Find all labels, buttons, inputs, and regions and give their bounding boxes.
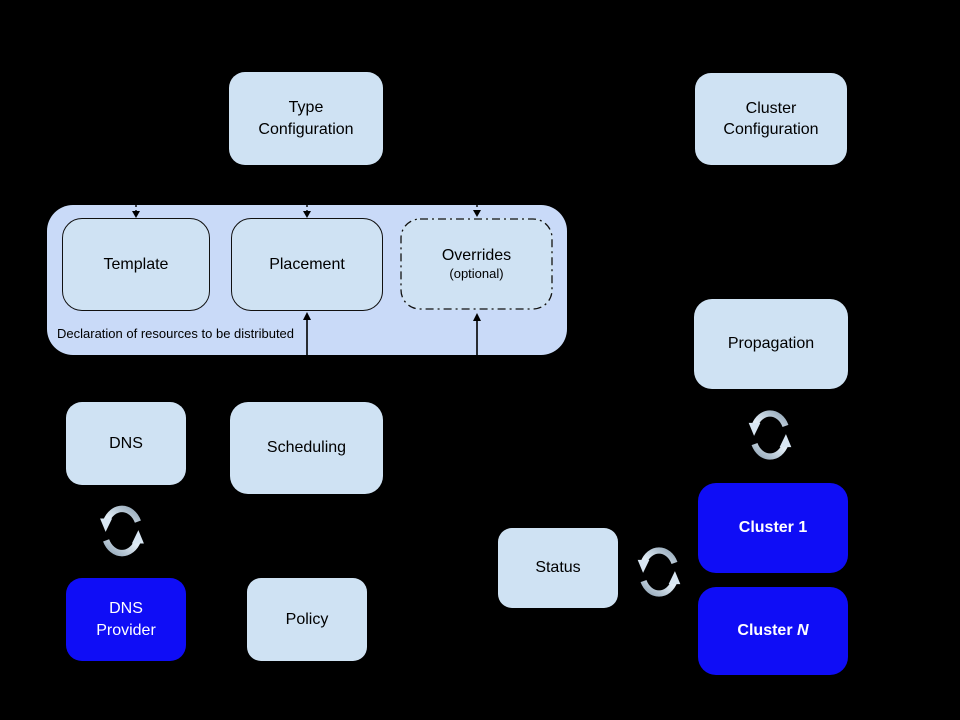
node-label: Type bbox=[288, 99, 324, 117]
node-label: Provider bbox=[96, 621, 156, 639]
node-cluster-1: Cluster 1 bbox=[698, 483, 848, 573]
node-scheduling: Scheduling bbox=[230, 402, 383, 494]
node-label: Configuration bbox=[723, 121, 819, 138]
container-caption: Declaration of resources to be distribut… bbox=[57, 326, 295, 341]
node-label: DNS bbox=[109, 434, 143, 452]
node-template: Template bbox=[62, 218, 210, 311]
sync-icon-dns bbox=[94, 494, 150, 568]
node-label: Cluster bbox=[745, 99, 797, 117]
node-label: Placement bbox=[269, 255, 345, 273]
node-label: DNS bbox=[109, 600, 143, 618]
node-label: Template bbox=[103, 255, 169, 273]
node-cluster-configuration: Cluster Configuration bbox=[695, 73, 847, 165]
node-status: Status bbox=[498, 528, 618, 608]
node-type-configuration: Type Configuration bbox=[229, 72, 383, 165]
sync-icon-status bbox=[631, 536, 687, 608]
node-label: Cluster N bbox=[737, 622, 809, 640]
node-dns-provider: DNS Provider bbox=[66, 578, 186, 661]
node-label: Policy bbox=[285, 610, 329, 628]
node-label: Propagation bbox=[727, 335, 815, 353]
dash-dot-border bbox=[400, 218, 553, 310]
node-label: Cluster 1 bbox=[738, 519, 808, 537]
node-label: Scheduling bbox=[266, 439, 347, 457]
node-cluster-n: Cluster N bbox=[698, 587, 848, 675]
node-overrides: Overrides (optional) bbox=[400, 218, 553, 310]
cluster-n-variable: N bbox=[797, 622, 809, 640]
node-label: Status bbox=[535, 559, 581, 577]
node-policy: Policy bbox=[247, 578, 367, 661]
node-propagation: Propagation bbox=[694, 299, 848, 389]
node-dns: DNS bbox=[66, 402, 186, 485]
node-label: Overrides bbox=[441, 247, 512, 265]
node-label: Configuration bbox=[258, 120, 354, 138]
node-sublabel: (optional) bbox=[449, 266, 504, 282]
node-placement: Placement bbox=[231, 218, 383, 311]
sync-icon-propagation bbox=[742, 399, 798, 471]
